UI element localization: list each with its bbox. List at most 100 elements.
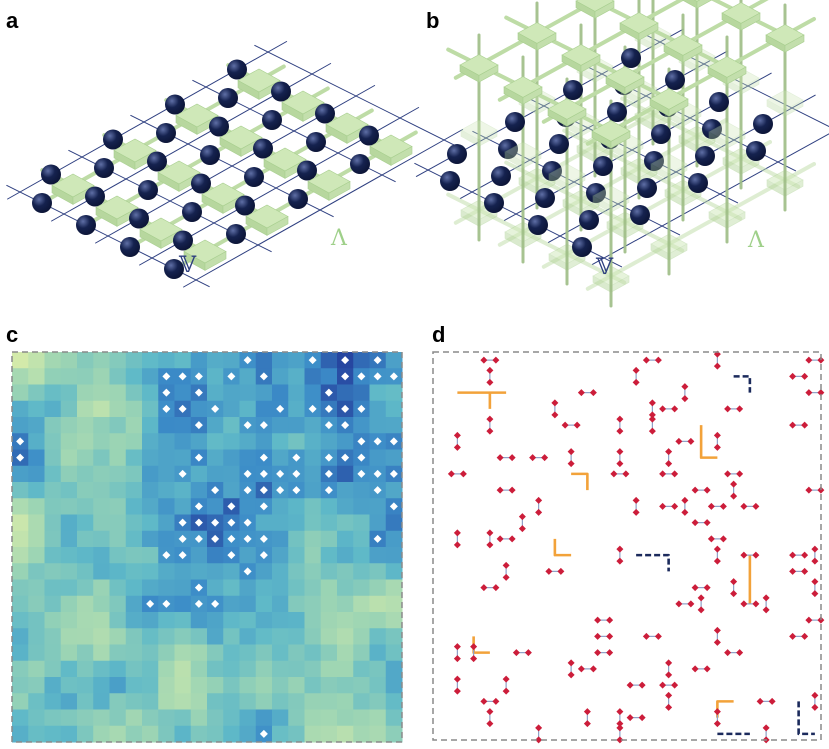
heatmap-cell [207,384,224,402]
heatmap-cell [125,368,143,385]
defect-marker [535,724,543,732]
heatmap-cell [255,660,273,678]
vertex-node [593,156,613,176]
heatmap-cell [109,433,127,450]
heatmap-cell [385,352,403,369]
heatmap-cell [239,677,257,694]
heatmap-cell [272,368,289,385]
defect-marker [762,594,770,602]
defect-marker [227,518,236,527]
heatmap-cell [288,400,305,418]
defect-marker [211,518,220,527]
vertex-node [542,161,562,181]
defect-marker [211,534,220,543]
defect-marker [713,431,721,439]
defect-marker [724,649,732,657]
defect-marker [665,671,673,679]
defect-marker [687,600,695,608]
defect-marker [703,486,711,494]
heatmap-cell [93,709,110,727]
defect-marker [486,720,494,728]
heatmap-cell [353,644,370,662]
heatmap-cell [93,530,110,548]
heatmap-cell [28,514,45,532]
heatmap-cell [77,579,94,597]
heatmap-cell [239,595,257,613]
heatmap-cell [109,514,127,532]
defect-marker [447,470,455,478]
heatmap-cell [320,579,338,597]
heatmap-cell [385,400,403,418]
lattice-cube [765,24,805,53]
vertex-node [579,210,599,230]
lattice-cube [619,12,659,41]
heatmap-cell [369,644,387,662]
heatmap-cell [288,498,305,515]
defect-marker [453,431,461,439]
defect-marker [762,606,770,614]
heatmap-cell [385,547,403,564]
vertex-node [200,145,220,165]
defect-marker [654,356,662,364]
vertex-node [129,208,149,229]
vertex-set-symbol-b: 𝕍 [596,255,614,280]
heatmap-cell [288,709,305,727]
heatmap-cell [28,612,45,629]
defect-marker [691,584,699,592]
heatmap-cell [288,563,305,580]
vertex-node [484,193,504,213]
heatmap-cell [223,352,240,369]
heatmap-cell [353,579,370,597]
heatmap-cell [109,352,127,369]
lattice-cube [650,153,688,181]
vertex-node [244,167,264,187]
defect-marker [675,437,683,445]
heatmap-cell [369,384,387,402]
heatmap-cell [109,400,127,418]
heatmap-cell [272,530,289,548]
defect-marker [518,525,526,533]
heatmap-cell [223,449,240,467]
heatmap-cell [109,449,127,467]
heatmap-cell [304,547,322,564]
defect-marker [308,356,317,365]
defect-marker [259,502,268,511]
heatmap-cell [142,547,159,564]
heatmap-cell [12,482,29,499]
defect-marker [535,496,543,504]
panel-frame [11,351,403,743]
heatmap-cell [385,530,403,548]
vertex-node [297,160,317,181]
heatmap-cell [125,612,143,629]
heatmap-cell [60,677,78,694]
lattice-cube [561,44,601,73]
defect-marker [259,486,268,495]
heatmap-cell [369,579,387,597]
heatmap-cell [190,547,208,564]
heatmap-cell [44,563,62,580]
heatmap-cell [304,465,322,483]
heatmap-cell [142,498,159,515]
lattice-cube [605,66,645,95]
defect-marker [486,427,494,435]
heatmap-cell [385,417,403,434]
defect-marker [626,681,634,689]
defect-marker [789,567,797,575]
heatmap-cell [288,368,305,385]
heatmap-cell [158,433,175,450]
heatmap-cell [272,352,289,369]
heatmap-cell [320,433,338,450]
lattice-cube [707,56,747,85]
lattice-cube [721,2,761,31]
heatmap-cell [337,498,354,515]
heatmap-cell [288,660,305,678]
defect-marker [373,486,382,495]
heatmap-cell [44,449,62,467]
heatmap-cell [44,400,62,418]
defect-marker [594,616,602,624]
heatmap-cell [304,693,322,710]
heatmap-cell [207,644,224,662]
defect-marker [492,584,500,592]
defect-marker [357,437,366,446]
defect-marker [616,448,624,456]
